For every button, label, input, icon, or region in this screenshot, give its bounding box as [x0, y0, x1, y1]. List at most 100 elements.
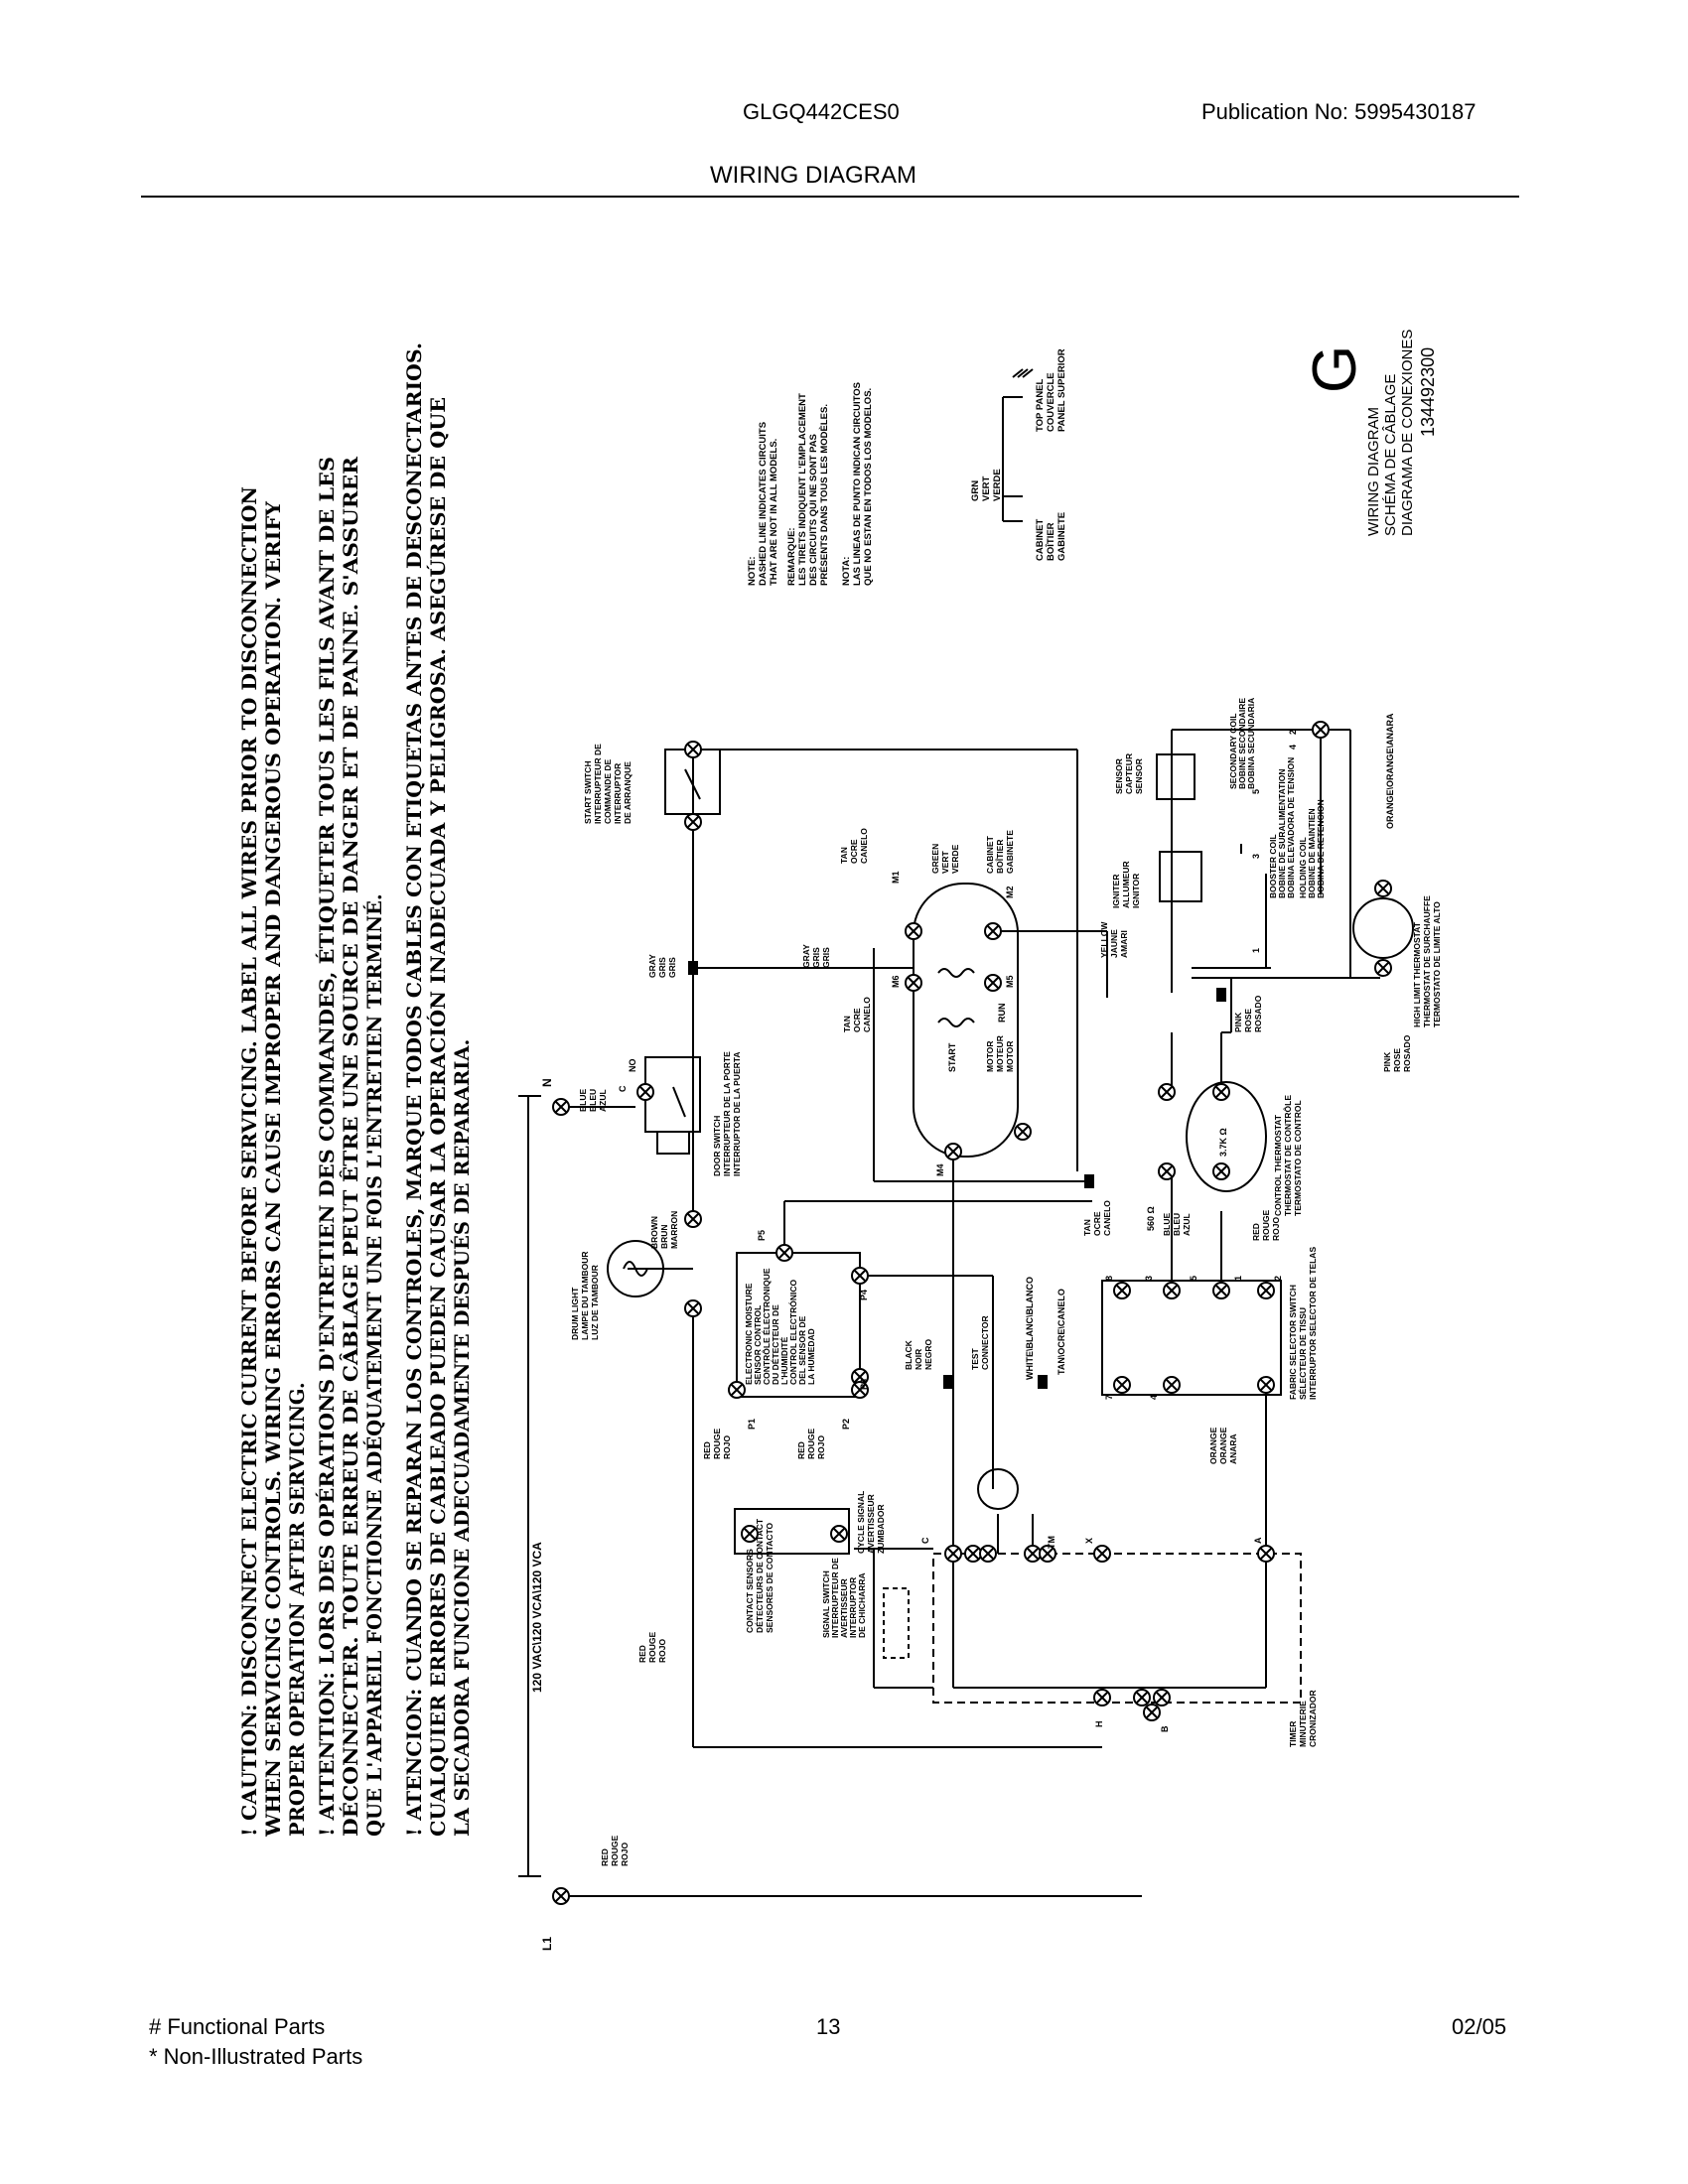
tm-label: TM	[1047, 1536, 1056, 1549]
n-label: N	[540, 1078, 554, 1087]
motor-label-1: MOTEUR	[995, 1035, 1005, 1072]
top-panel-label-1: COUVERCLE	[1046, 372, 1056, 432]
orange2-label-2: ANARA	[1228, 1433, 1238, 1464]
tan3-label-0: TAN	[1082, 1219, 1092, 1236]
caution-block: ! CAUTION: DISCONNECT ELECTRIC CURRENT B…	[238, 486, 309, 1838]
cabinet-motor-label-1: BOÎTIER	[994, 840, 1005, 874]
booster-coil-label-2: BOBINA ELEVADORA DE TENSION	[1286, 757, 1296, 898]
gray1-label-2: GRIS	[667, 957, 677, 978]
red-p1-label-0: RED	[702, 1441, 712, 1459]
drum-light-label-2: LUZ DE TAMBOUR	[590, 1265, 600, 1340]
high-limit-label-2: TERMOSTATO DE LIMITE ALTO	[1432, 901, 1442, 1027]
contact-sensors-label-2: SENSORES DE CONTACTO	[765, 1522, 774, 1633]
wires	[518, 729, 1380, 1897]
test-connector-label-0: TEST	[970, 1347, 980, 1370]
start-switch-label-4: DE ARRANQUE	[623, 761, 633, 824]
m1-label: M1	[891, 871, 901, 884]
timer-a-label: A	[1253, 1537, 1263, 1544]
signal-switch-label-0: SIGNAL SWITCH	[821, 1570, 831, 1638]
ems-label-3: DU DÉTECTEUR DE	[771, 1304, 780, 1385]
m2-label: M2	[1005, 886, 1015, 898]
signal-switch-label-1: INTERRUPTEUR DE	[830, 1558, 840, 1638]
blue2-label-0: BLUE	[1162, 1213, 1172, 1236]
red-timer-label-2: ROJO	[657, 1639, 667, 1663]
orange-top-label: ORANGE\ORANGE\ANARA	[1385, 713, 1395, 829]
blue-n-label-2: AZUL	[598, 1089, 608, 1112]
contact-sensors-label-0: CONTACT SENSORS	[745, 1549, 755, 1633]
gray2-label-1: GRIS	[811, 947, 821, 968]
booster-coil-label-0: BOOSTER COIL	[1268, 834, 1278, 898]
note-en-1: DASHED LINE INDICATES CIRCUITS	[758, 422, 769, 586]
terminal-41	[1133, 1689, 1151, 1706]
drum-light-label-0: DRUM LIGHT	[570, 1287, 580, 1340]
tan3-label-1: OCRE	[1092, 1211, 1102, 1236]
caution-line-2: WHEN SERVICING CONTROLS. WIRING ERRORS C…	[262, 500, 285, 1838]
coil-terminal-5: 5	[1251, 789, 1261, 794]
header-divider	[141, 196, 1519, 198]
attention-line-1: ! ATTENTION: LORS DES OPÉRATIONS D'ENTRE…	[315, 457, 339, 1837]
igniter	[1159, 851, 1202, 902]
atencion-line-1: ! ATENCION: CUANDO SE REPARAN LOS CONTRO…	[403, 342, 426, 1837]
sensor-label-2: SENSOR	[1134, 758, 1144, 794]
page-title: WIRING DIAGRAM	[710, 162, 916, 189]
igniter-label-1: ALLUMEUR	[1121, 861, 1131, 908]
drum-light-label-1: LAMPE DU TAMBOUR	[580, 1251, 590, 1340]
yellow-label-0: YELLOW	[1099, 921, 1109, 958]
yellow-label-1: JAUNE	[1109, 929, 1119, 958]
pink1-label-1: ROSE	[1243, 1009, 1253, 1032]
note-fr-0: REMARQUE:	[786, 527, 797, 586]
control-thermostat-label-0: CONTROL THERMOSTAT	[1273, 1114, 1283, 1216]
cabinet-label-1: BOÎTIER	[1045, 522, 1056, 561]
footer-non-illustrated: * Non-Illustrated Parts	[149, 2044, 363, 2069]
door-switch-label-1: INTERRUPTEUR DE LA PORTE	[722, 1051, 732, 1176]
note-es-1: LAS LINEAS DE PUNTO INDICAN CIRCUITOS	[852, 382, 863, 586]
drum-light	[607, 1240, 664, 1297]
pink2-label-2: ROSADO	[1402, 1034, 1412, 1072]
start-switch-label-2: COMMANDE DE	[603, 759, 613, 824]
terminal-6	[636, 1083, 654, 1101]
p4-label: P4	[859, 1290, 869, 1300]
fabric-terminal-5: 5	[1189, 1276, 1198, 1281]
terminal-7	[905, 922, 922, 940]
terminal-36	[1024, 1545, 1042, 1563]
gray1-label-0: GRAY	[647, 954, 657, 978]
note-en-0: NOTE:	[747, 556, 758, 586]
p8-label: P8	[859, 1379, 869, 1390]
start-switch-label-0: START SWITCH	[583, 760, 593, 824]
tan-ocre-label: TAN\OCRE\CANELO	[1056, 1289, 1066, 1375]
door-switch-label-0: DOOR SWITCH	[712, 1116, 722, 1176]
red2-label-2: ROJO	[1271, 1217, 1281, 1241]
start-switch-label-3: INTERRUPTOR	[613, 763, 623, 824]
red2-label-1: ROUGE	[1261, 1210, 1271, 1242]
attention-block: ! ATTENTION: LORS DES OPÉRATIONS D'ENTRE…	[315, 456, 386, 1837]
brown-label-0: BROWN	[649, 1216, 659, 1249]
timer-x-label: X	[1084, 1538, 1094, 1544]
terminal-44	[1312, 721, 1330, 739]
red2-label-0: RED	[1251, 1223, 1261, 1241]
res-560-label: 560 Ω	[1146, 1206, 1156, 1231]
red-p2-label-0: RED	[796, 1441, 806, 1459]
yellow-label-2: AMARI	[1119, 930, 1129, 958]
ems-box	[736, 1252, 861, 1398]
pink2-label-0: PINK	[1382, 1051, 1392, 1072]
atencion-line-2: CUALQUIER ERRORES DE CABLEADO PUEDEN CAU…	[425, 397, 450, 1837]
top-panel-label-0: TOP PANEL	[1035, 378, 1046, 432]
high-limit-label-1: THERMOSTAT DE SURCHAUFFE	[1422, 895, 1432, 1027]
contact-sensors-label-1: DÉTECTEURS DE CONTACT	[755, 1518, 765, 1633]
holding-coil-label-0: HOLDING COIL	[1298, 837, 1308, 898]
igniter-label-0: IGNITER	[1111, 875, 1121, 908]
fabric-selector-label-0: FABRIC SELECTOR SWITCH	[1288, 1285, 1298, 1400]
schema-line-1: SCHÉMA DE CÂBLAGE	[1382, 374, 1399, 536]
m6-label: M6	[891, 975, 901, 988]
red-timer-label-1: ROUGE	[647, 1632, 657, 1664]
door-switch	[644, 1056, 701, 1155]
orange2-label-0: ORANGE	[1208, 1427, 1218, 1464]
fabric-terminal-3: 3	[1144, 1276, 1154, 1281]
blue-n-label-1: BLEU	[588, 1089, 598, 1112]
schema-line-2: DIAGRAMA DE CONEXIONES	[1399, 330, 1416, 536]
schema-line-0: WIRING DIAGRAM	[1365, 407, 1382, 536]
terminal-8	[905, 974, 922, 992]
cabinet-label-2: GABINETE	[1056, 512, 1067, 561]
green-label-0: GREEN	[930, 844, 940, 874]
orange2-label-1: ORANGE	[1218, 1427, 1228, 1464]
